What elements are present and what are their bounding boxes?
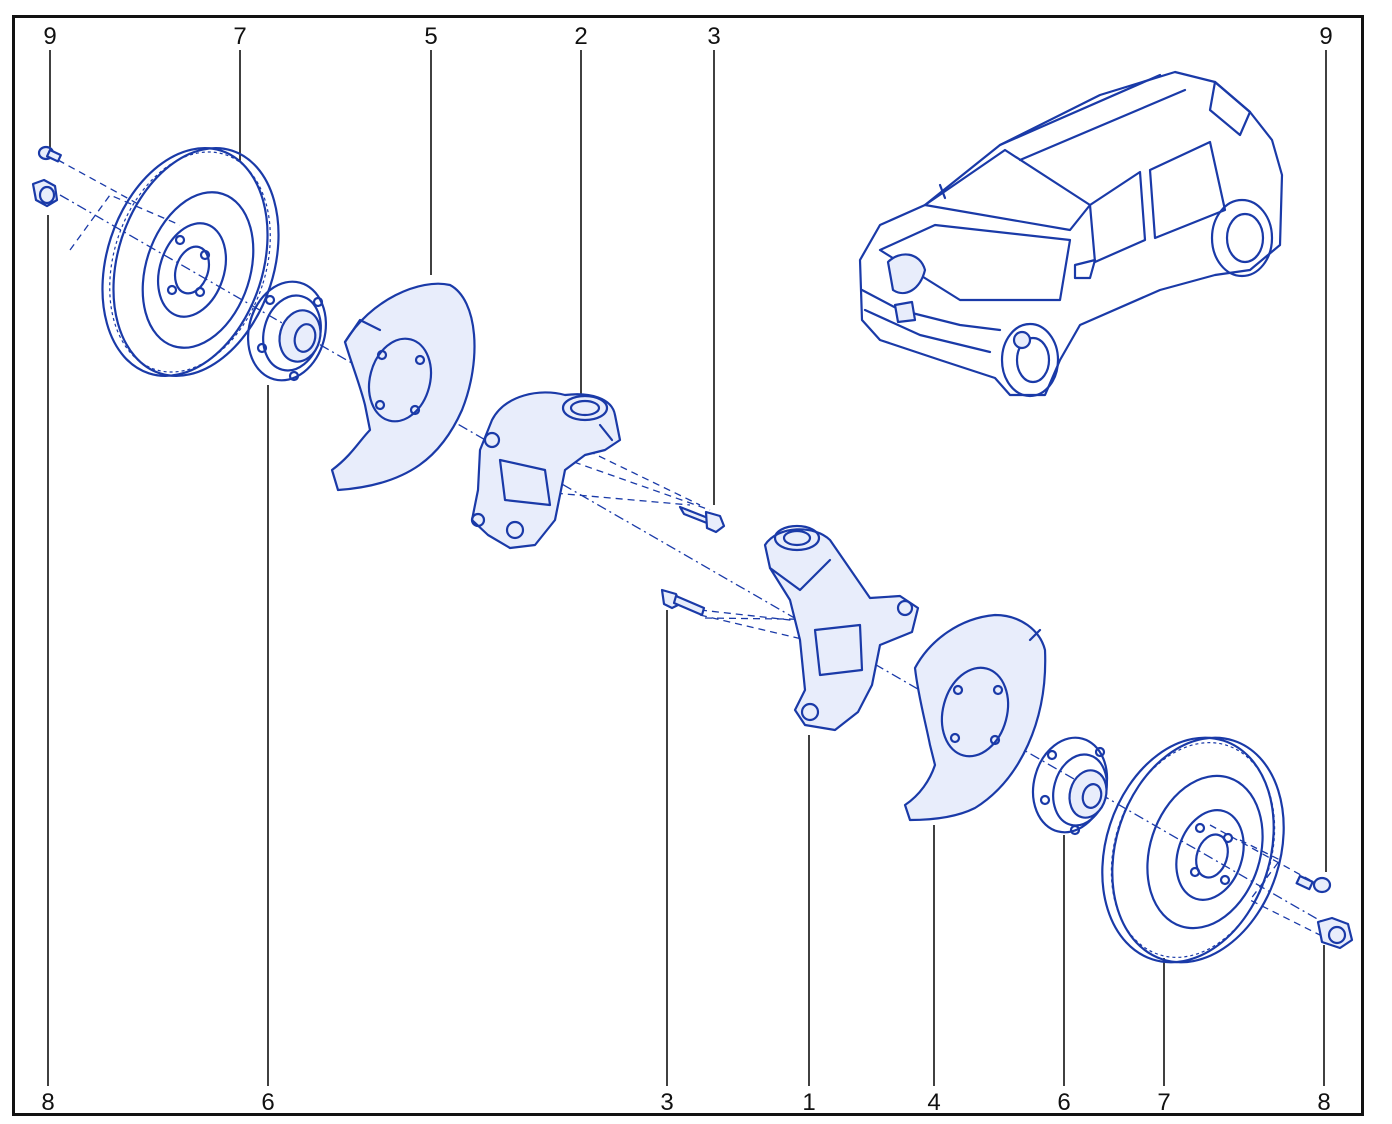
callout-6-right: 6 xyxy=(1057,1089,1070,1116)
dust-shield-5 xyxy=(330,282,476,492)
callout-7-right: 7 xyxy=(1157,1089,1170,1116)
callout-5: 5 xyxy=(424,23,437,50)
callout-1: 1 xyxy=(802,1089,815,1116)
callout-9-left: 9 xyxy=(43,23,56,50)
bolt-3-top xyxy=(678,505,726,534)
steering-knuckle-2 xyxy=(470,391,622,550)
callout-8-right: 8 xyxy=(1317,1089,1330,1116)
callout-3-top: 3 xyxy=(707,23,720,50)
callout-7-left: 7 xyxy=(233,23,246,50)
hub-bearing-6-left xyxy=(246,280,328,382)
callout-labels: 9 7 5 2 3 9 8 6 3 1 4 6 7 8 xyxy=(41,23,1332,1116)
callout-3-bottom: 3 xyxy=(660,1089,673,1116)
callout-8-left: 8 xyxy=(41,1089,54,1116)
dust-shield-4 xyxy=(903,613,1047,822)
callout-6-left: 6 xyxy=(261,1089,274,1116)
brake-disc-7-right xyxy=(1101,736,1285,964)
hub-bearing-6-right xyxy=(1031,736,1109,836)
brake-disc-7-left xyxy=(101,147,280,377)
callout-9-right: 9 xyxy=(1319,23,1332,50)
hub-nut-8-left xyxy=(31,178,59,208)
wheel-bolt-9-right xyxy=(1295,874,1332,894)
wheel-bolt-9-left xyxy=(37,145,62,163)
leader-lines xyxy=(47,50,1327,1086)
hub-nut-8-right xyxy=(1316,916,1354,950)
callout-4: 4 xyxy=(927,1089,940,1116)
callout-2: 2 xyxy=(574,23,587,50)
main-axis xyxy=(59,194,1346,936)
steering-knuckle-1 xyxy=(763,524,920,732)
bolt-3-bottom xyxy=(660,588,706,617)
diagram-frame xyxy=(12,15,1364,1116)
vehicle-locator-car xyxy=(858,70,1284,398)
